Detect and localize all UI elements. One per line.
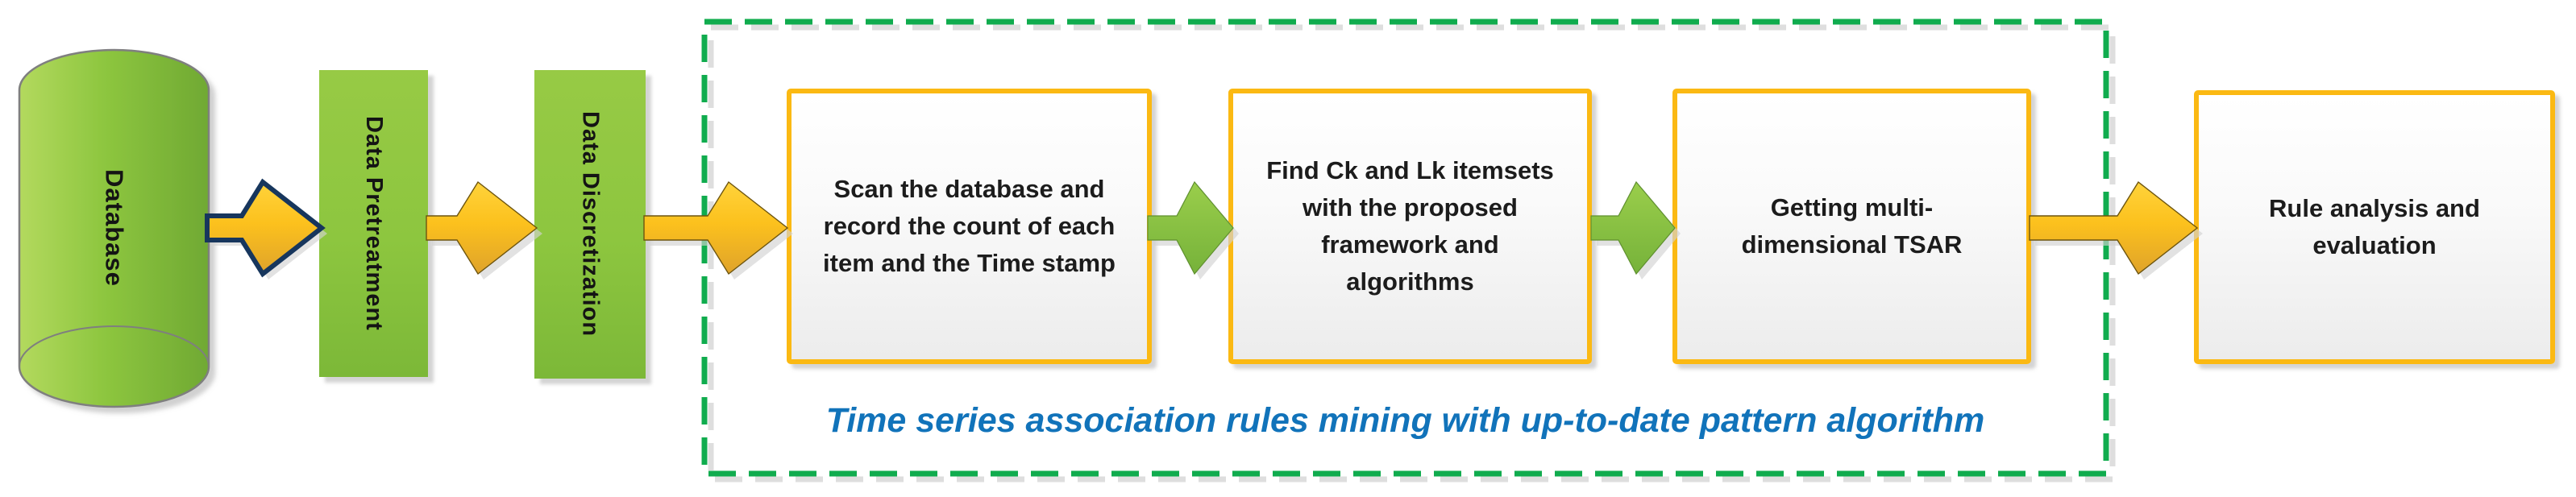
discretization-box: Data Discretization: [534, 70, 646, 379]
rule-line-2: evaluation: [2312, 231, 2437, 259]
discretization-label: Data Discretization: [577, 111, 604, 338]
multidimensional-tsar-box: Getting multi- dimensional TSAR: [1672, 89, 2031, 364]
scan-line-1: Scan the database and: [833, 175, 1105, 203]
scan-line-2: record the count of each: [823, 212, 1116, 240]
rule-line-1: Rule analysis and: [2269, 194, 2480, 222]
arrow-scan-to-find: [1147, 180, 1234, 275]
arrow-tsar-to-rule: [2029, 180, 2199, 275]
find-line-3: framework and: [1321, 230, 1499, 259]
arrow-database-to-pretreatment: [205, 178, 326, 278]
pretreatment-label: Data Pretreatment: [361, 116, 387, 331]
find-line-1: Find Ck and Lk itemsets: [1266, 156, 1554, 184]
tsar-line-1: Getting multi-: [1770, 193, 1934, 222]
tsar-line-2: dimensional TSAR: [1741, 230, 1963, 259]
find-line-2: with the proposed: [1303, 193, 1518, 222]
scan-database-box: Scan the database and record the count o…: [787, 89, 1152, 364]
arrow-discretization-to-scan: [643, 180, 789, 275]
mining-stage-caption: Time series association rules mining wit…: [825, 401, 1985, 440]
database-node: Database: [19, 48, 209, 407]
find-itemsets-box: Find Ck and Lk itemsets with the propose…: [1228, 89, 1592, 364]
scan-line-3: item and the Time stamp: [823, 249, 1116, 277]
rule-analysis-box: Rule analysis and evaluation: [2194, 90, 2555, 364]
arrow-find-to-tsar: [1590, 180, 1676, 275]
pretreatment-box: Data Pretreatment: [319, 70, 428, 377]
arrow-pretreatment-to-discretization: [426, 180, 538, 275]
database-label: Database: [100, 168, 129, 287]
find-line-4: algorithms: [1346, 267, 1474, 296]
